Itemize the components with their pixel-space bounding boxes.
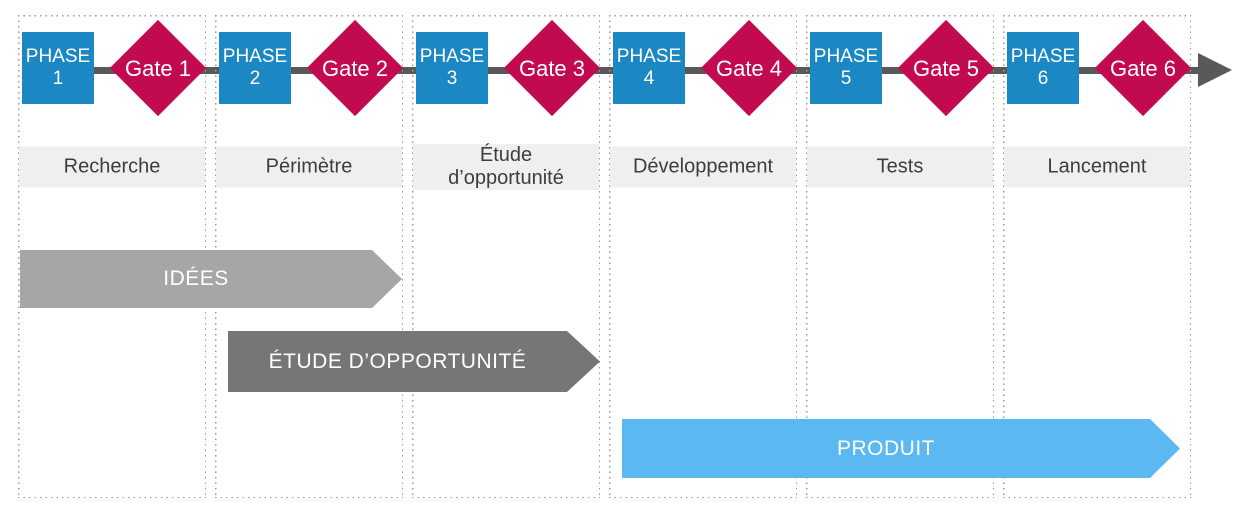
phase-word: PHASE bbox=[222, 46, 288, 67]
stage-label: Recherche bbox=[63, 155, 161, 178]
phase-word: PHASE bbox=[25, 46, 91, 67]
stage-band: Développement bbox=[610, 146, 796, 188]
stage-label: Développement bbox=[632, 155, 774, 178]
phase-number: 1 bbox=[52, 68, 64, 89]
phase-box: PHASE 1 bbox=[22, 32, 94, 104]
stage-label: Périmètre bbox=[265, 155, 353, 178]
phase-number: 4 bbox=[643, 68, 655, 89]
gate-label: Gate 5 bbox=[912, 56, 980, 81]
phase-number: 5 bbox=[840, 68, 852, 89]
phase-word: PHASE bbox=[616, 46, 682, 67]
flow-arrow-label: PRODUIT bbox=[837, 436, 935, 460]
stage-band: Étude d’opportunité bbox=[413, 144, 599, 190]
phase-box: PHASE 4 bbox=[613, 32, 685, 104]
flow-arrow-idees: IDÉES bbox=[20, 250, 402, 308]
phase-box: PHASE 2 bbox=[219, 32, 291, 104]
phase-box: PHASE 5 bbox=[810, 32, 882, 104]
flow-arrow-label: ÉTUDE D’OPPORTUNITÉ bbox=[268, 349, 527, 373]
stage-band: Lancement bbox=[1004, 146, 1190, 188]
column-phase-6: PHASE 6 Gate 6 Lancement bbox=[1003, 15, 1192, 498]
flow-arrow-label: IDÉES bbox=[163, 267, 229, 290]
gate-label: Gate 3 bbox=[518, 56, 586, 81]
stage-label: Tests bbox=[876, 155, 924, 178]
column-phase-4: PHASE 4 Gate 4 Développement bbox=[609, 15, 798, 498]
phase-number: 3 bbox=[446, 68, 458, 89]
flow-arrow-produit: PRODUIT bbox=[622, 419, 1180, 478]
flow-arrow-etude-opportunite: ÉTUDE D’OPPORTUNITÉ bbox=[228, 331, 600, 392]
stage-band: Tests bbox=[807, 146, 993, 188]
column-phase-5: PHASE 5 Gate 5 Tests bbox=[806, 15, 995, 498]
phase-number: 2 bbox=[249, 68, 261, 89]
gate-label: Gate 2 bbox=[321, 56, 389, 81]
column-phase-3: PHASE 3 Gate 3 Étude d’opportunité bbox=[412, 15, 601, 498]
timeline-arrowhead-icon bbox=[1198, 53, 1232, 87]
stage-label: Étude d’opportunité bbox=[448, 144, 564, 189]
phase-box: PHASE 6 bbox=[1007, 32, 1079, 104]
stage-band: Périmètre bbox=[216, 146, 402, 188]
stage-label: Lancement bbox=[1047, 155, 1147, 178]
phase-box: PHASE 3 bbox=[416, 32, 488, 104]
stage-band: Recherche bbox=[19, 146, 205, 188]
phase-number: 6 bbox=[1037, 68, 1049, 89]
gate-label: Gate 4 bbox=[715, 56, 783, 81]
phase-word: PHASE bbox=[419, 46, 485, 67]
phase-word: PHASE bbox=[1010, 46, 1076, 67]
gate-label: Gate 6 bbox=[1109, 56, 1177, 81]
phase-word: PHASE bbox=[813, 46, 879, 67]
gate-label: Gate 1 bbox=[124, 56, 192, 81]
